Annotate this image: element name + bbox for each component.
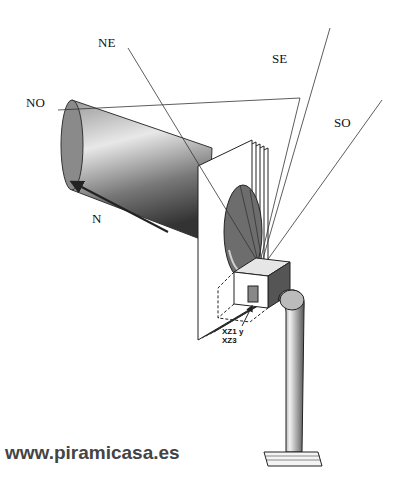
direction-label: NE [98, 36, 115, 50]
plate-stack [198, 140, 268, 340]
watermark: www.piramicasa.es [5, 443, 180, 464]
direction-label: NO [26, 96, 45, 110]
north-arrow [72, 182, 168, 232]
leader-line [242, 306, 252, 326]
tube [61, 100, 212, 242]
direction-label: N [92, 212, 101, 226]
direction-label: SE [272, 52, 287, 66]
part-label: XZ1 y XZ3 [222, 328, 252, 346]
sensor-box [218, 258, 290, 322]
direction-label: SO [334, 116, 351, 130]
support-pole [264, 290, 322, 466]
direction-lines [58, 28, 382, 262]
